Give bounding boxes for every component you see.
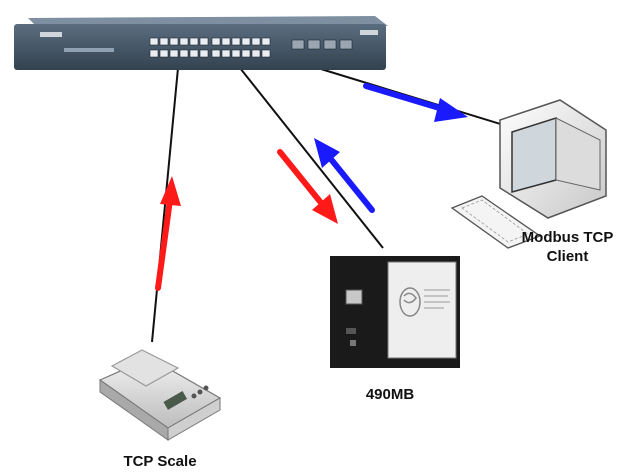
scale-label: TCP Scale <box>123 453 197 470</box>
network-switch <box>14 16 388 70</box>
client-label: Modbus TCP Client <box>505 228 630 266</box>
client-computer <box>450 99 607 249</box>
switch-uplink-ports <box>291 39 353 50</box>
cable-switch-to-scale <box>151 67 179 343</box>
red-arrow-switch-to-gateway <box>277 149 338 224</box>
scale-side <box>167 397 221 441</box>
keyboard <box>450 195 542 249</box>
gateway-490mb <box>330 256 460 368</box>
blue-arrow-switch-to-client <box>363 83 468 122</box>
monitor-side <box>555 117 601 191</box>
red-arrow-scale-to-switch <box>155 176 181 291</box>
switch-port-row-bottom <box>149 49 271 58</box>
scale-display <box>163 391 188 410</box>
arrows <box>155 83 468 291</box>
gateway-connector <box>346 328 356 334</box>
gateway-led <box>350 340 356 346</box>
scale-buttons <box>191 385 209 399</box>
switch-model-label <box>360 30 378 35</box>
gateway-plate-logo <box>399 287 421 317</box>
tcp-scale <box>98 349 222 441</box>
switch-front-panel <box>14 24 386 70</box>
client-label-line2: Client <box>546 248 589 265</box>
gateway-plate-text <box>424 289 450 309</box>
switch-port-row-top <box>149 37 271 46</box>
cable-switch-to-gateway <box>239 67 384 249</box>
switch-status-leds <box>64 48 114 52</box>
switch-brand-label <box>40 32 62 37</box>
scale-pan <box>110 349 180 387</box>
client-label-line1: Modbus TCP <box>521 229 614 246</box>
gateway-front-plate <box>387 261 457 359</box>
gateway-label: 490MB <box>365 386 415 403</box>
ethernet-port <box>345 289 363 305</box>
blue-arrow-gateway-to-switch <box>314 138 375 213</box>
